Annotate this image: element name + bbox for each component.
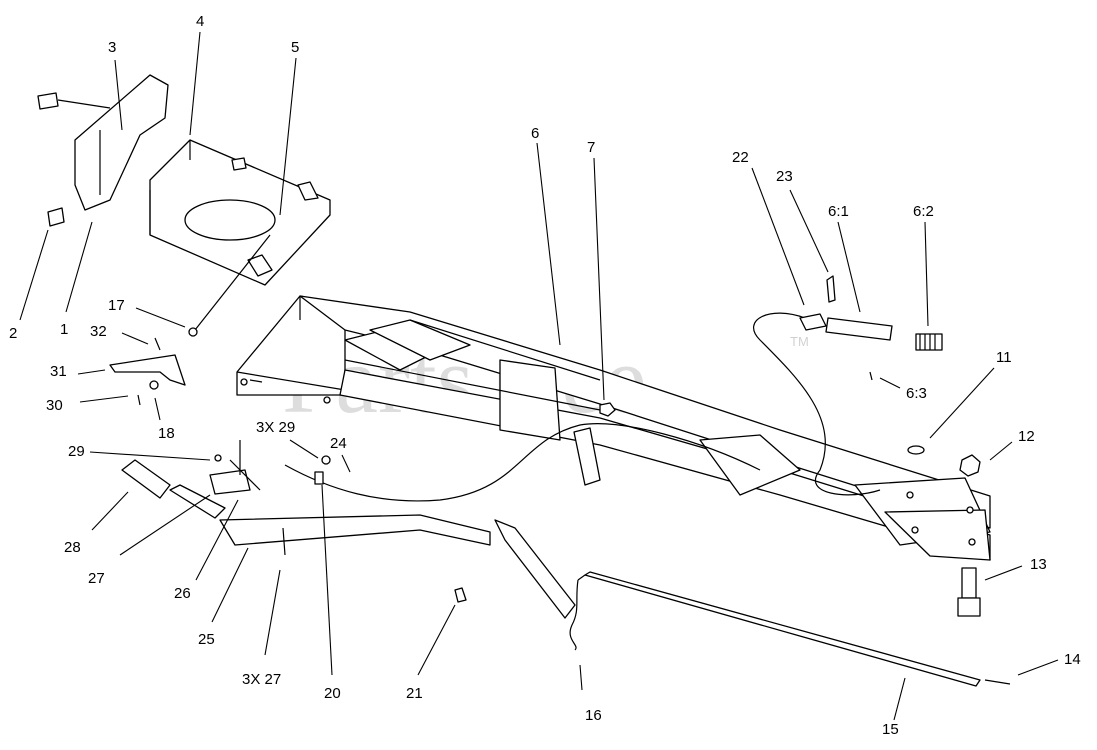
spring: [915, 333, 943, 351]
nut: [959, 454, 981, 477]
callout-6-1: 6:1: [828, 203, 849, 220]
callout-13: 13: [1030, 556, 1047, 573]
callout-12: 12: [1018, 428, 1035, 445]
callout-26: 26: [174, 585, 191, 602]
callout-24: 24: [330, 435, 347, 452]
lever-bracket: [209, 469, 251, 495]
frame-nut: [599, 402, 616, 417]
pivot-linkage: [109, 234, 271, 406]
cap: [907, 445, 925, 455]
hook: [569, 579, 579, 651]
callout-4: 4: [196, 13, 204, 30]
lift-cable: [284, 423, 761, 502]
callout-2: 2: [9, 325, 17, 342]
watermark-trademark: TM: [790, 334, 809, 349]
callout-3: 3: [108, 39, 116, 56]
sleeve: [825, 317, 893, 341]
callout-31: 31: [50, 363, 67, 380]
callout-20: 20: [324, 685, 341, 702]
callout-18: 18: [158, 425, 175, 442]
bolt: [957, 567, 981, 617]
washer: [321, 455, 331, 465]
lift-arm: [494, 519, 576, 619]
callout-32: 32: [90, 323, 107, 340]
grip: [121, 459, 171, 499]
main-frame: [236, 295, 991, 561]
clip: [826, 275, 836, 303]
cable-clamp: [314, 471, 324, 485]
callout-5: 5: [291, 39, 299, 56]
lift-lever: [219, 514, 491, 546]
leader-lines: [19, 31, 1059, 721]
callout-1: 1: [60, 321, 68, 338]
control-cable: [753, 312, 881, 496]
callout-28: 28: [64, 539, 81, 556]
mounting-plate: [149, 139, 331, 286]
callout-6-3: 6:3: [906, 385, 927, 402]
callouts: 3 4 5 6 7 22 23 6:1 6:2 6:3 11 12 13 14 …: [9, 13, 1081, 738]
pin: [869, 371, 873, 381]
callout-21: 21: [406, 685, 423, 702]
callout-6: 6: [531, 125, 539, 142]
callout-17: 17: [108, 297, 125, 314]
callout-3x27: 3X 27: [242, 671, 281, 688]
upper-bracket: [37, 74, 169, 227]
callout-11: 11: [996, 349, 1012, 366]
callout-23: 23: [776, 168, 793, 185]
callout-7: 7: [587, 139, 595, 156]
callout-27: 27: [88, 570, 105, 587]
callout-22: 22: [732, 149, 749, 166]
lift-rod: [584, 571, 981, 687]
callout-3x29: 3X 29: [256, 419, 295, 436]
callout-30: 30: [46, 397, 63, 414]
callout-15: 15: [882, 721, 899, 738]
callout-6-2: 6:2: [913, 203, 934, 220]
hairpin: [984, 679, 1011, 685]
callout-14: 14: [1064, 651, 1081, 668]
callout-29: 29: [68, 443, 85, 460]
callout-16: 16: [585, 707, 602, 724]
callout-25: 25: [198, 631, 215, 648]
cable-end: [799, 313, 827, 331]
